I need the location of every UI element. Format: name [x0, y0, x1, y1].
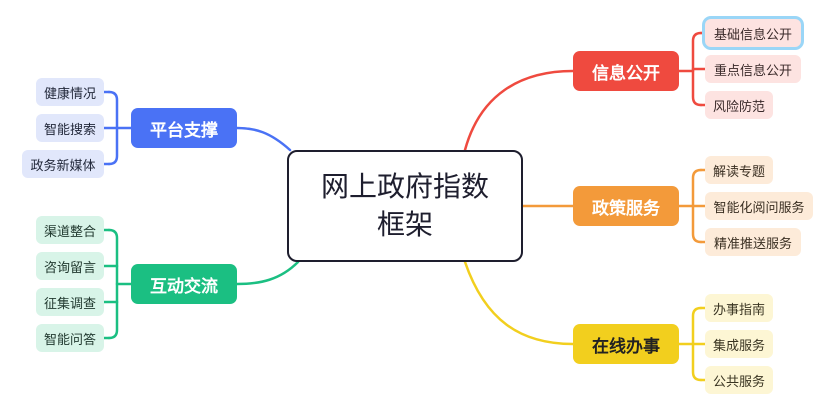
leaf-channel-integration[interactable]: 渠道整合: [36, 216, 104, 244]
link-root-online: [463, 260, 575, 346]
leaf-survey[interactable]: 征集调查: [36, 288, 104, 316]
leaf-basic-info[interactable]: 基础信息公开: [705, 19, 801, 47]
leaf-key-info[interactable]: 重点信息公开: [705, 55, 801, 83]
leaf-smart-search[interactable]: 智能搜索: [36, 114, 104, 142]
branch-policy-service[interactable]: 政策服务: [573, 186, 679, 226]
leaf-smart-answer[interactable]: 智能问答: [36, 324, 104, 352]
leaf-new-media[interactable]: 政务新媒体: [22, 150, 104, 178]
leaf-integrated-service[interactable]: 集成服务: [705, 330, 773, 358]
bracket-interaction-spine: [107, 228, 119, 340]
root-title-line1: 网上政府指数: [320, 170, 489, 203]
branch-interaction[interactable]: 互动交流: [131, 264, 237, 304]
branch-info-disclosure[interactable]: 信息公开: [573, 51, 679, 91]
link-root-platform: [235, 126, 292, 152]
leaf-guide[interactable]: 办事指南: [705, 294, 773, 322]
link-root-info: [463, 69, 575, 152]
leaf-risk-prevention[interactable]: 风险防范: [705, 91, 773, 119]
branch-online-service[interactable]: 在线办事: [573, 324, 679, 364]
root-topic[interactable]: 网上政府指数 框架: [287, 150, 523, 262]
leaf-precise-push[interactable]: 精准推送服务: [705, 228, 801, 256]
root-title-line2: 框架: [376, 208, 433, 241]
leaf-interpretation[interactable]: 解读专题: [705, 156, 773, 184]
leaf-public-service[interactable]: 公共服务: [705, 366, 773, 394]
branch-platform-support[interactable]: 平台支撑: [131, 108, 237, 148]
link-root-interaction: [235, 260, 300, 286]
leaf-health-status[interactable]: 健康情况: [36, 78, 104, 106]
leaf-smart-qa-service[interactable]: 智能化阅问服务: [705, 192, 813, 220]
leaf-consult-message[interactable]: 咨询留言: [36, 252, 104, 280]
